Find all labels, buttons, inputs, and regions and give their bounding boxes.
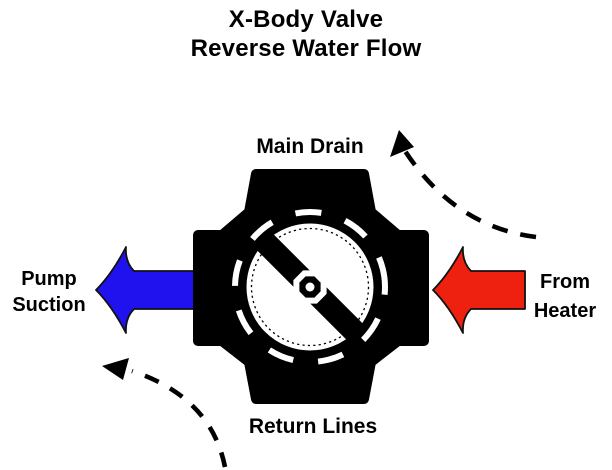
from-heater-label-line1: From (540, 271, 590, 293)
pump-suction-arrow (95, 246, 197, 334)
pump-suction-label-line2: Suction (12, 294, 86, 316)
pump-suction-label: Pump Suction (0, 266, 98, 318)
diagram-title-line1: X-Body Valve (228, 6, 384, 33)
main-drain-flow-arrowhead (390, 130, 414, 157)
main-drain-label: Main Drain (256, 135, 364, 158)
return-lines-flow-arrowhead (102, 358, 129, 380)
main-drain-flow-curve (403, 149, 537, 240)
from-heater-label-line2: Heater (533, 300, 597, 322)
diagram-title: X-Body Valve Reverse Water Flow (0, 5, 612, 63)
valve-face-dotted-ring (250, 227, 370, 347)
from-heater-label: From Heater (518, 268, 612, 326)
diagram-title-line2: Reverse Water Flow (190, 35, 422, 62)
from-heater-arrow (432, 246, 526, 334)
valve-hub-center (305, 282, 315, 292)
valve-flange-slots (232, 209, 388, 365)
pump-suction-label-line1: Pump (21, 268, 77, 290)
return-lines-flow-curve (131, 368, 228, 468)
return-lines-label: Return Lines (248, 415, 378, 438)
